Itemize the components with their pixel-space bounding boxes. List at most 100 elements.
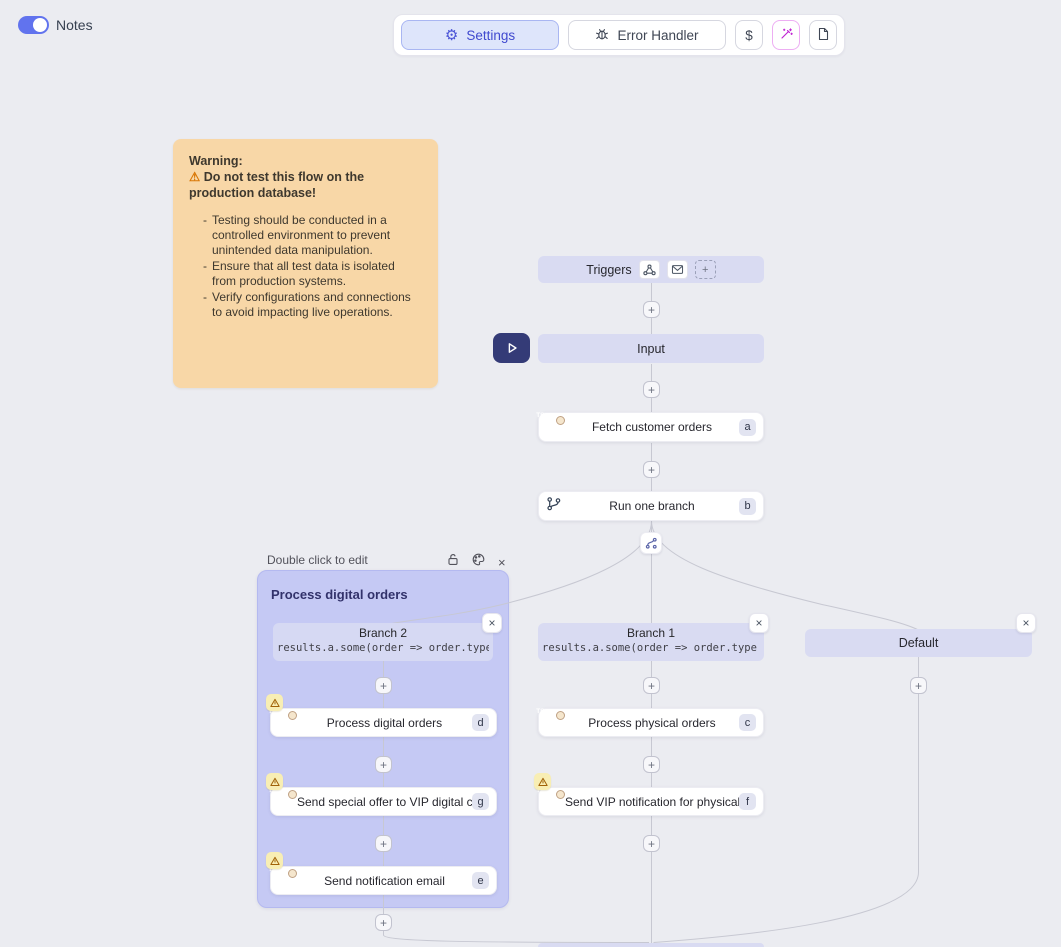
branch2-header[interactable]: Branch 2 results.a.some(order => order.t… (273, 623, 493, 661)
toggle-knob (33, 18, 47, 32)
palette-icon[interactable] (472, 553, 485, 571)
test-flow-play-button[interactable] (493, 333, 530, 363)
play-icon (508, 343, 517, 353)
note-bullet-list: Testing should be conducted in a control… (189, 213, 422, 320)
step-id-badge: g (472, 793, 489, 810)
note-bullet: Ensure that all test data is isolated fr… (203, 259, 422, 289)
dollar-button[interactable]: $ (735, 20, 763, 50)
typescript-icon: TS (268, 708, 297, 730)
notes-toggle-label: Notes (56, 17, 93, 33)
step-node-process-physical-orders[interactable]: TS Process physical orders c (536, 708, 764, 737)
remove-default-branch-button[interactable]: × (1016, 613, 1036, 633)
step-id-badge: b (739, 497, 756, 515)
add-step-button[interactable]: + (375, 756, 392, 773)
merge-node-partial[interactable] (538, 943, 764, 947)
mail-icon (671, 265, 683, 274)
step-warning-badge[interactable] (266, 694, 283, 711)
step-node-send-vip-notification[interactable]: TS Send VIP notification for physical...… (536, 787, 764, 816)
branch2-condition-code: results.a.some(order => order.type (277, 642, 489, 654)
branch-split-node[interactable] (640, 532, 662, 554)
add-step-button[interactable]: + (643, 301, 660, 318)
remove-branch2-button[interactable]: × (482, 613, 502, 633)
step-node-fetch-customer-orders[interactable]: TS Fetch customer orders a (536, 412, 764, 442)
error-handler-button[interactable]: Error Handler (568, 20, 726, 50)
add-step-button[interactable]: + (375, 835, 392, 852)
step-label: Send special offer to VIP digital c... (297, 794, 472, 809)
bun-runtime-icon (288, 869, 297, 878)
branch1-condition-code: results.a.some(order => order.type (542, 642, 757, 654)
add-trigger-button[interactable]: + (694, 260, 716, 279)
branch-split-icon (645, 537, 657, 549)
magic-wand-icon (779, 27, 793, 44)
step-id-badge: c (739, 714, 756, 731)
add-step-button[interactable]: + (643, 677, 660, 694)
step-id-badge: a (739, 418, 756, 436)
step-id-badge: f (739, 793, 756, 810)
step-label: Fetch customer orders (591, 420, 713, 434)
step-node-process-digital-orders[interactable]: TS Process digital orders d (268, 708, 497, 737)
bun-runtime-icon (288, 711, 297, 720)
step-node-send-special-offer[interactable]: TS Send special offer to VIP digital c..… (268, 787, 497, 816)
default-branch-header[interactable]: Default (805, 629, 1032, 657)
default-branch-label: Default (898, 636, 939, 650)
webhook-icon (643, 264, 656, 275)
add-step-button[interactable]: + (910, 677, 927, 694)
step-id-badge: e (472, 872, 489, 889)
webhook-trigger-button[interactable] (638, 260, 660, 279)
add-step-button[interactable]: + (643, 756, 660, 773)
note-alert: ⚠ Do not test this flow on the productio… (189, 170, 365, 200)
group-close-icon[interactable]: × (498, 554, 506, 570)
warning-emoji-icon: ⚠ (189, 170, 201, 184)
step-node-send-notification-email[interactable]: TS Send notification email e (268, 866, 497, 895)
dollar-icon: $ (745, 27, 753, 43)
bun-runtime-icon (288, 790, 297, 799)
add-step-button[interactable]: + (375, 914, 392, 931)
note-title: Warning: (189, 154, 243, 168)
branch-one-icon (546, 496, 561, 516)
triggers-bar[interactable]: Triggers + (538, 256, 764, 283)
typescript-icon: TS (536, 787, 565, 809)
email-trigger-button[interactable] (666, 260, 688, 279)
group-title: Process digital orders (271, 587, 408, 602)
step-warning-badge[interactable] (266, 852, 283, 869)
triggers-label: Triggers (586, 262, 632, 277)
note-bullet: Testing should be conducted in a control… (203, 213, 422, 258)
group-edit-hint: Double click to edit (267, 553, 368, 567)
remove-branch1-button[interactable]: × (749, 613, 769, 633)
document-icon (817, 27, 830, 44)
add-step-button[interactable]: + (643, 835, 660, 852)
group-process-digital-orders[interactable]: Process digital orders (257, 570, 509, 908)
error-handler-button-label: Error Handler (617, 27, 699, 43)
warning-triangle-icon (269, 856, 280, 865)
add-step-button[interactable]: + (375, 677, 392, 694)
step-label: Send notification email (324, 873, 445, 888)
typescript-icon: TS (536, 412, 565, 435)
branch1-header[interactable]: Branch 1 results.a.some(order => order.t… (538, 623, 764, 661)
branch1-label: Branch 1 (626, 626, 676, 640)
step-label: Run one branch (609, 499, 695, 513)
document-button[interactable] (809, 20, 837, 50)
warning-triangle-icon (269, 698, 280, 707)
step-warning-badge[interactable] (266, 773, 283, 790)
ai-wand-button[interactable] (772, 20, 800, 50)
input-node[interactable]: Input (538, 334, 764, 363)
input-node-label: Input (637, 341, 665, 356)
settings-button[interactable]: ⚙ Settings (401, 20, 559, 50)
bun-runtime-icon (556, 415, 565, 425)
lock-icon[interactable] (447, 553, 459, 571)
notes-toggle[interactable] (18, 16, 49, 34)
step-node-run-one-branch[interactable]: Run one branch b (538, 491, 764, 521)
step-id-badge: d (472, 714, 489, 731)
typescript-icon: TS (268, 787, 297, 809)
warning-note[interactable]: Warning: ⚠ Do not test this flow on the … (173, 139, 438, 388)
add-step-button[interactable]: + (643, 461, 660, 478)
step-warning-badge[interactable] (534, 773, 551, 790)
add-step-button[interactable]: + (643, 381, 660, 398)
warning-triangle-icon (269, 777, 280, 786)
settings-button-label: Settings (466, 27, 516, 43)
typescript-icon: TS (268, 866, 297, 888)
group-controls: × (447, 553, 506, 571)
step-label: Process physical orders (588, 715, 716, 730)
